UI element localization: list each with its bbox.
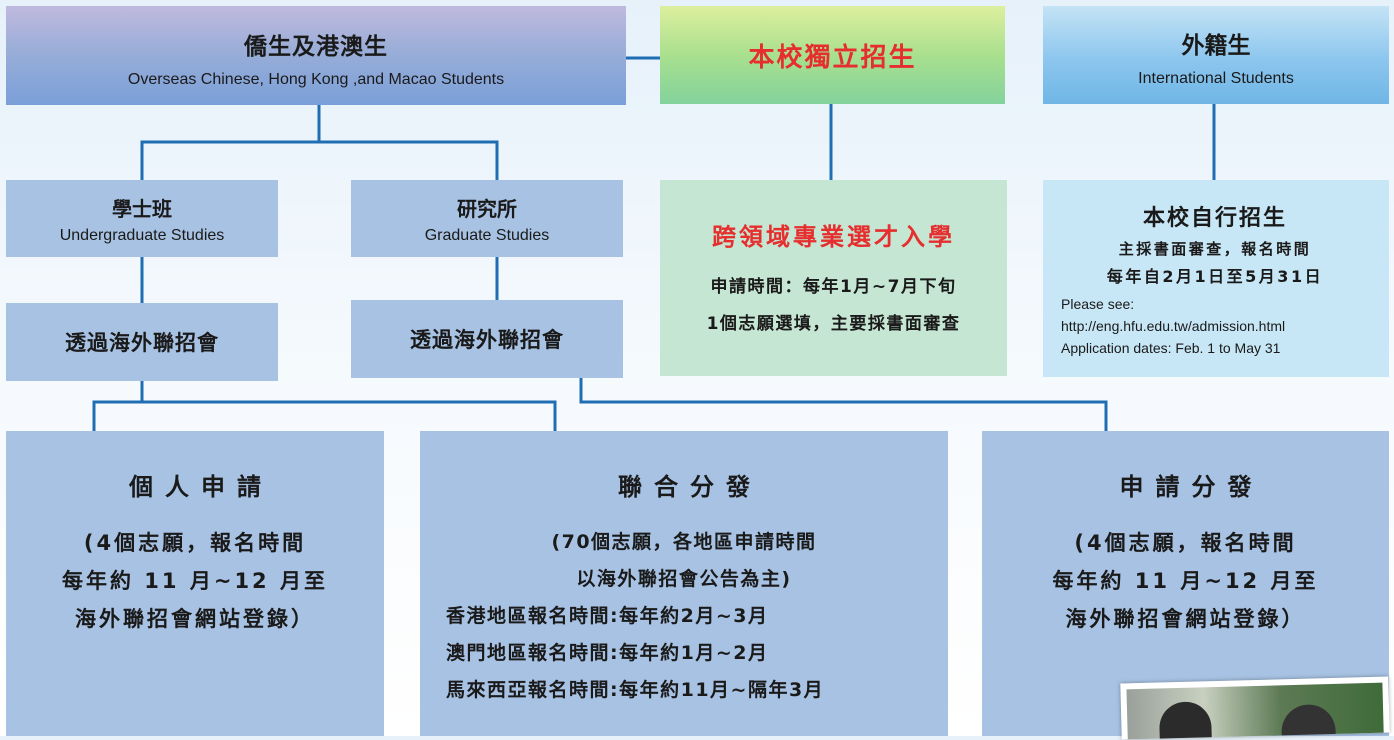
international-title-zh: 外籍生 [1181, 33, 1251, 59]
cross-domain-review: 1個志願選填，主要採書面審查 [706, 313, 961, 334]
apply-line-3: 海外聯招會網站登錄） [1065, 607, 1306, 631]
joint-distribution-box: 聯合分發 (70個志願，各地區申請時間 以海外聯招會公告為主) 香港地區報名時間… [420, 431, 948, 736]
independent-recruitment-box: 本校獨立招生 [660, 6, 1005, 104]
graduate-title-zh: 研究所 [457, 196, 517, 221]
independent-title: 本校獨立招生 [748, 42, 917, 73]
connector-level-split [140, 140, 499, 180]
individual-title: 個人申請 [129, 473, 273, 501]
joint-malaysia-period: 馬來西亞報名時間:每年約11月~隔年3月 [446, 679, 825, 701]
individual-line-3: 海外聯招會網站登錄） [75, 607, 315, 631]
undergraduate-via-overseas-board-box: 透過海外聯招會 [6, 303, 278, 381]
joint-line-1: (70個志願，各地區申請時間 [551, 531, 817, 553]
apply-line-2: 每年約 11 月~12 月至 [1052, 569, 1319, 593]
self-recruitment-dates-en: Application dates: Feb. 1 to May 31 [1061, 340, 1281, 356]
overseas-students-box: 僑生及港澳生 Overseas Chinese, Hong Kong ,and … [6, 6, 626, 105]
self-recruitment-see: Please see: [1061, 296, 1135, 312]
international-students-box: 外籍生 International Students [1043, 6, 1389, 104]
graduate-box: 研究所 Graduate Studies [351, 180, 623, 257]
joint-macao-period: 澳門地區報名時間:每年約1月~2月 [446, 642, 769, 664]
apply-line-1: (4個志願，報名時間 [1074, 531, 1297, 555]
undergraduate-title-zh: 學士班 [112, 196, 172, 221]
individual-application-box: 個人申請 (4個志願，報名時間 每年約 11 月~12 月至 海外聯招會網站登錄… [6, 431, 384, 736]
apply-title: 申請分發 [1119, 473, 1264, 501]
cross-domain-admission-box: 跨領域專業選才入學 申請時間：每年1月~7月下旬 1個志願選填，主要採書面審查 [660, 180, 1007, 376]
self-recruitment-title: 本校自行招生 [1142, 206, 1287, 231]
individual-line-1: (4個志願，報名時間 [83, 531, 307, 555]
admission-url-link[interactable]: http://eng.hfu.edu.tw/admission.html [1061, 318, 1286, 334]
international-title-en: International Students [1138, 70, 1294, 87]
overseas-title-en: Overseas Chinese, Hong Kong ,and Macao S… [127, 70, 505, 88]
individual-line-2: 每年約 11 月~12 月至 [62, 569, 328, 593]
joint-title: 聯合分發 [618, 473, 762, 501]
cross-domain-title: 跨領域專業選才入學 [712, 222, 955, 251]
undergraduate-via-label: 透過海外聯招會 [65, 331, 219, 355]
connector-grad-apply [579, 378, 1108, 431]
self-recruitment-dates-zh: 每年自2月1日至5月31日 [1106, 267, 1324, 286]
self-recruitment-review: 主採書面審查，報名時間 [1118, 240, 1312, 258]
connector-individual-joint [92, 400, 557, 431]
undergraduate-box: 學士班 Undergraduate Studies [6, 180, 278, 257]
undergraduate-title-en: Undergraduate Studies [59, 226, 225, 244]
graduate-via-label: 透過海外聯招會 [410, 328, 564, 352]
overseas-title-zh: 僑生及港澳生 [244, 33, 388, 60]
joint-line-2: 以海外聯招會公告為主) [576, 568, 792, 590]
students-photo [1120, 676, 1390, 740]
joint-hongkong-period: 香港地區報名時間:每年約2月~3月 [446, 605, 769, 627]
cross-domain-period: 申請時間：每年1月~7月下旬 [710, 276, 957, 297]
graduate-title-en: Graduate Studies [424, 226, 550, 244]
self-recruitment-box: 本校自行招生 主採書面審查，報名時間 每年自2月1日至5月31日 Please … [1043, 180, 1389, 377]
graduate-via-overseas-board-box: 透過海外聯招會 [351, 300, 623, 378]
